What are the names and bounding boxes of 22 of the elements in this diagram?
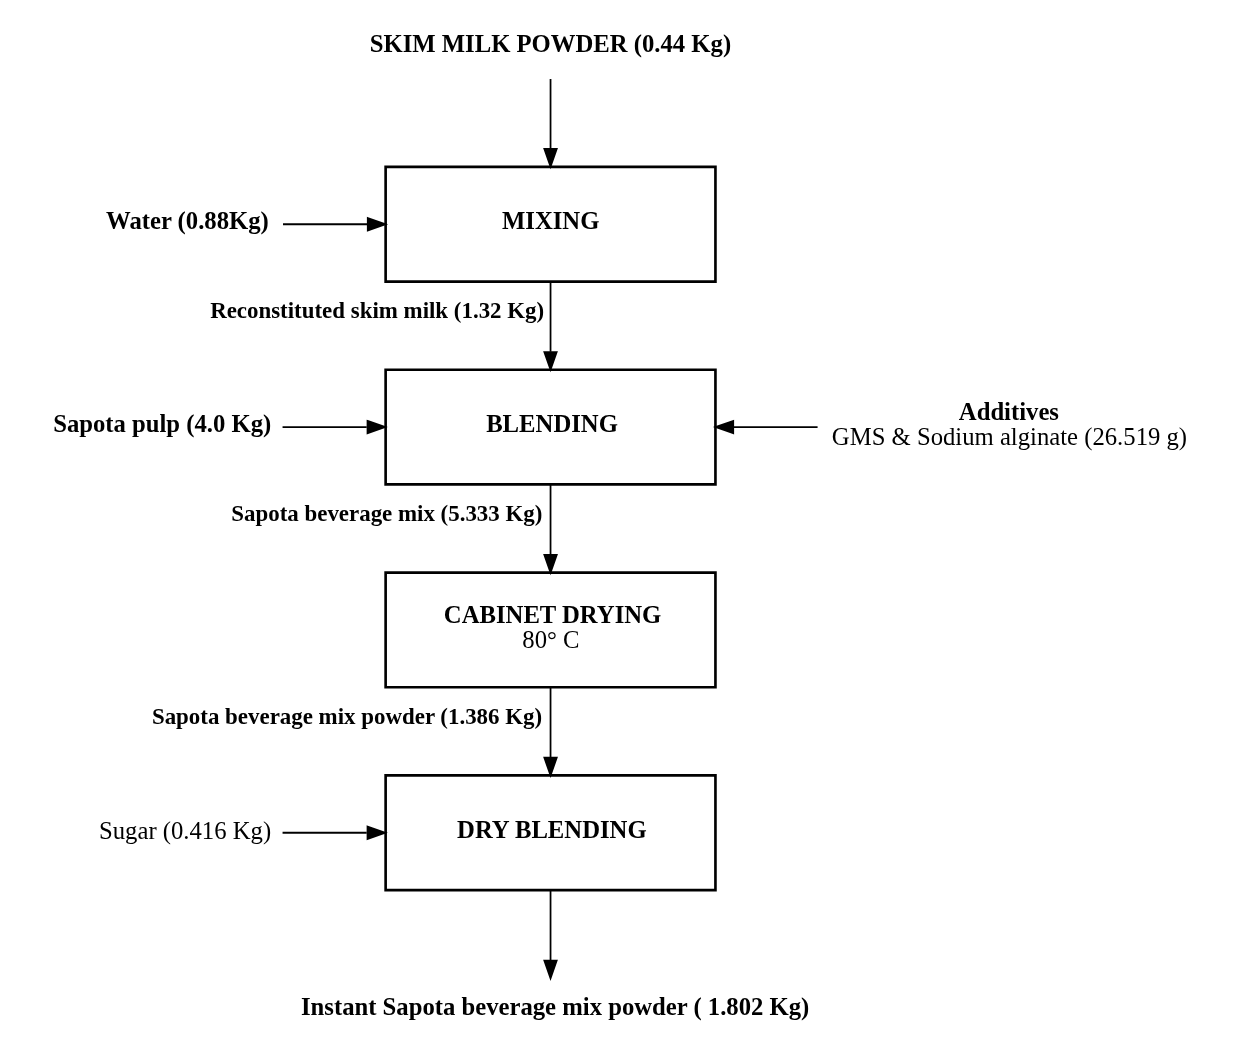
edge-label: Sapota beverage mix (5.333 Kg) <box>230 501 542 527</box>
arrow <box>542 889 558 981</box>
node-text: Instant Sapota beverage mix powder ( 1.802 Kg) <box>300 992 809 1020</box>
node-box: BLENDING <box>383 368 717 486</box>
node-text: Additives GMS & Sodium alginate (26.519 g) <box>831 398 1187 451</box>
arrow <box>712 419 818 435</box>
arrow <box>542 484 558 576</box>
node-text: Water (0.88Kg) <box>105 207 269 235</box>
arrow <box>542 281 558 373</box>
arrow <box>281 216 388 232</box>
node-text: Sapota pulp (4.0 Kg) <box>52 409 271 437</box>
node-text: Sugar (0.416 Kg) <box>98 817 271 845</box>
arrow <box>281 419 388 435</box>
arrow <box>542 686 558 778</box>
node-box: MIXING <box>383 165 717 283</box>
arrow <box>281 825 388 841</box>
edge-label: Reconstituted skim milk (1.32 Kg) <box>209 298 544 324</box>
node-text: SKIM MILK POWDER (0.44 Kg) <box>369 29 731 57</box>
node-box: CABINET DRYING 80° C <box>383 571 717 689</box>
arrow <box>542 78 558 170</box>
node-box: DRY BLENDING <box>383 774 717 892</box>
edge-label: Sapota beverage mix powder (1.386 Kg) <box>151 703 542 729</box>
